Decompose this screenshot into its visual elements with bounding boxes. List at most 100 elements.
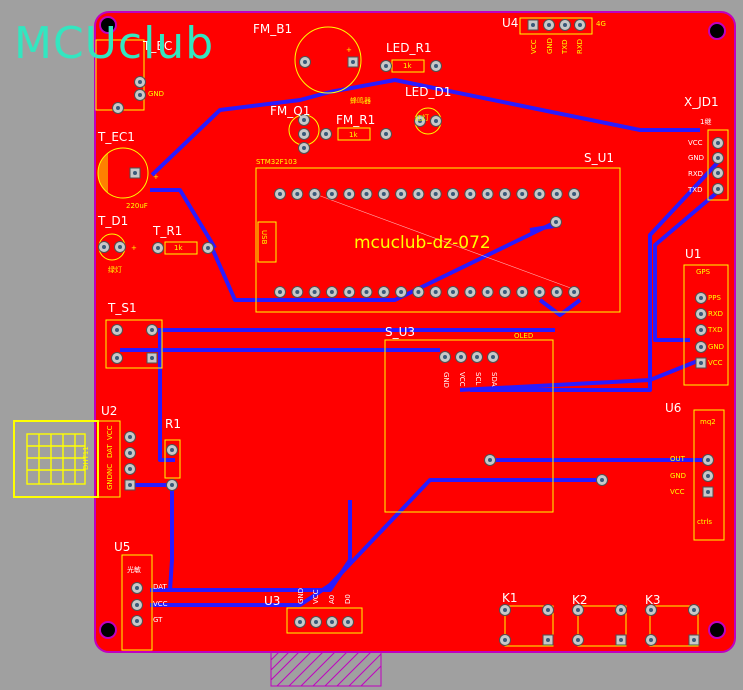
u5-title: 光敏	[127, 565, 141, 574]
mcu-via-pad-hole	[554, 220, 558, 224]
oled-pad-hole	[443, 355, 447, 359]
k3-pad-hole	[649, 608, 653, 612]
mounting-hole-bl	[99, 621, 117, 639]
u4-outline	[519, 17, 593, 35]
designator-fm-b1: FM_B1	[253, 22, 292, 36]
u3-pin-1: VCC	[312, 589, 320, 604]
u6-outline	[693, 409, 725, 541]
t-ec-pad-hole	[116, 106, 120, 110]
s-u1-outline	[255, 167, 621, 313]
t-ec1-capacitor	[97, 147, 149, 199]
u6-pin-1: GND	[670, 472, 686, 480]
fm-r1-outline	[337, 127, 371, 141]
designator-u3: U3	[264, 594, 280, 608]
fm-q1-pad-hole	[302, 118, 306, 122]
k1-outline	[504, 605, 554, 647]
u3-pin-2: A0	[328, 595, 336, 604]
fm-b1-pad-hole	[303, 60, 307, 64]
via-hole	[600, 478, 604, 482]
u1-pad-hole	[699, 328, 703, 332]
s-u3-pin-1: VCC	[458, 372, 466, 387]
t-d1-plus: +	[131, 244, 137, 252]
mcu-top-pad-hole	[416, 192, 421, 196]
mcu-bottom-pad-hole	[312, 290, 317, 294]
k3-pad-hole	[649, 638, 653, 642]
mcu-top-pad-hole	[537, 192, 542, 196]
designator-x-jd1: X_JD1	[684, 95, 719, 109]
u1-pin-0: PPS	[708, 294, 721, 302]
u2-pin-0: VCC	[106, 425, 114, 440]
led-d1-pad-hole	[434, 119, 438, 123]
u3-pin-3: D0	[344, 594, 352, 604]
fm-r1-value: 1k	[349, 131, 358, 139]
u6-foot: ctrls	[697, 518, 712, 526]
x-jd1-pad-hole	[716, 187, 720, 191]
mcu-bottom-pad-hole	[399, 290, 404, 294]
s-u3-pin-3: SDA	[490, 372, 498, 387]
t-s1-pad-hole	[150, 356, 154, 360]
u5-pin-2: GT	[153, 616, 163, 624]
mcu-bottom-pad-hole	[554, 290, 559, 294]
designator-k3: K3	[645, 593, 661, 607]
fm-q1-pad-hole	[302, 146, 306, 150]
k1-pad-hole	[546, 608, 550, 612]
mcu-bottom-pad-hole	[468, 290, 473, 294]
oled-pad-hole	[459, 355, 463, 359]
mcu-bottom-pad-hole	[329, 290, 334, 294]
mcu-bottom-pad-hole	[451, 290, 455, 294]
t-ec-pad-hole	[138, 80, 142, 84]
mcu-top-pad-hole	[278, 192, 282, 196]
mcu-top-pad-hole	[451, 192, 455, 196]
mounting-hole-tr	[708, 22, 726, 40]
mcu-bottom-pad-hole	[433, 290, 438, 294]
k1-pad-hole	[503, 608, 507, 612]
u2-title: DHT11	[82, 446, 90, 470]
u4-pin-1: GND	[546, 38, 554, 54]
via-hole	[488, 458, 492, 462]
u3-pin-labels: GND VCC A0 D0	[297, 588, 352, 604]
mcu-top-pad-hole	[295, 192, 300, 196]
fm-r1-pad-hole	[384, 132, 388, 136]
u3-pad-hole	[346, 620, 350, 624]
designator-t-d1: T_D1	[97, 214, 128, 228]
designator-t-ec-partial: T_EC	[142, 39, 172, 53]
k3-pad-hole	[692, 608, 696, 612]
u2-pin-2: NC	[106, 464, 114, 474]
watermark-text: MCUclub	[14, 18, 215, 69]
designator-r1: R1	[165, 417, 181, 431]
designator-t-ec1: T_EC1	[97, 130, 135, 144]
u6-title: mq2	[700, 418, 716, 426]
x-jd1-pad-hole	[716, 156, 720, 160]
u5-pin-labels: DAT VCC GT	[153, 583, 168, 624]
designator-u6: U6	[665, 401, 681, 415]
u2-pad-hole	[128, 483, 132, 487]
designator-u4: U4	[502, 16, 518, 30]
u2-pin-labels: VCC DAT NC GND	[106, 425, 114, 490]
designator-u2: U2	[101, 404, 117, 418]
u5-pin-0: DAT	[153, 583, 168, 591]
oled-label: OLED	[514, 332, 533, 340]
mcu-bottom-pad-hole	[381, 290, 386, 294]
u6-pin-2: VCC	[670, 488, 685, 496]
u4-pad-hole	[578, 23, 582, 27]
pads	[98, 19, 724, 646]
k3-outline	[649, 605, 699, 647]
t-r1-value: 1k	[174, 244, 183, 252]
mcu-bottom-pad-hole	[347, 290, 352, 294]
mcu-bottom-pad-hole	[537, 290, 542, 294]
mounting-hole-tl	[99, 16, 117, 34]
k1-pad-hole	[546, 638, 550, 642]
k2-pad-hole	[576, 608, 580, 612]
led-r1-value: 1k	[403, 62, 412, 70]
designator-fm-q1: FM_Q1	[270, 104, 310, 118]
t-d1-label: 绿灯	[108, 265, 122, 274]
fm-b1-pad-hole	[351, 60, 355, 64]
r1-pad-hole	[170, 448, 174, 452]
designator-k2: K2	[572, 593, 588, 607]
mcu-top-pad-hole	[520, 192, 525, 196]
u4-pad-hole	[563, 23, 567, 27]
k2-pad-hole	[619, 638, 623, 642]
x-jd1-note: 1继	[700, 117, 711, 126]
u2-pin-1: DAT	[106, 443, 114, 458]
